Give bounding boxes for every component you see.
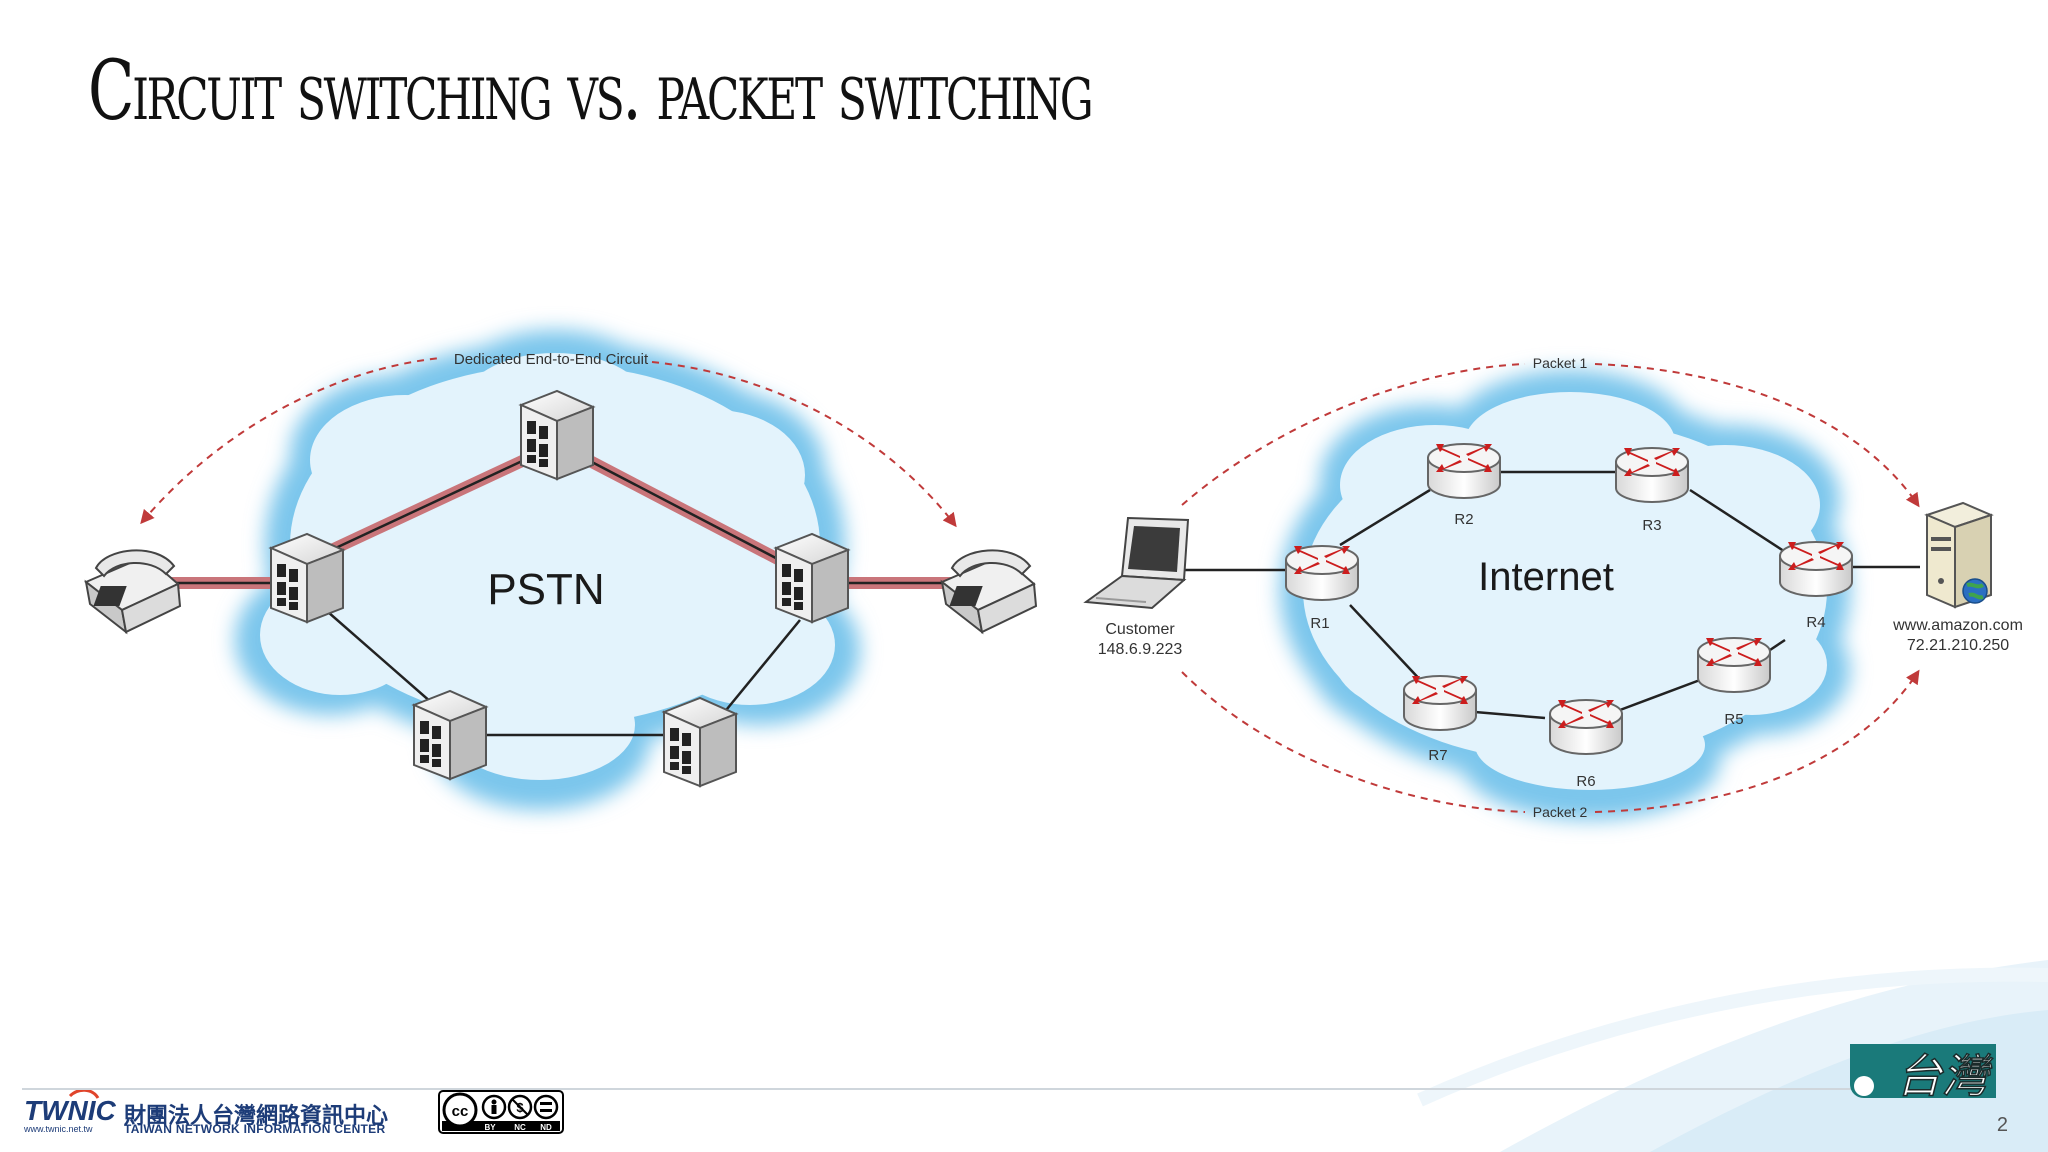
router-label: R1: [1310, 615, 1329, 632]
customer-label: Customer: [1105, 621, 1175, 638]
cc-nd-text: ND: [540, 1123, 552, 1132]
twnic-logo-text: TWNIC: [24, 1095, 117, 1126]
pstn-switch-bottom-left: [413, 690, 487, 780]
taiwan-logo: 台灣: [1850, 1044, 1996, 1104]
org-name-english: TAIWAN NETWORK INFORMATION CENTER: [124, 1122, 386, 1136]
router-r1: [1285, 545, 1359, 601]
page-number: 2: [1996, 1114, 2008, 1136]
packet1-arrow-left: [1181, 363, 1526, 506]
packet1-label: Packet 1: [1533, 355, 1588, 371]
noderivatives-icon: [533, 1094, 559, 1120]
cc-text: cc: [452, 1103, 469, 1120]
router-label: R3: [1642, 517, 1661, 534]
twnic-url: www.twnic.net.tw: [24, 1124, 93, 1134]
packet2-arrow-right: [1594, 669, 1920, 813]
cc-license-badge: cc $ BY NC ND: [438, 1090, 564, 1134]
circuit-label: Dedicated End-to-End Circuit: [454, 351, 649, 368]
router-label: R5: [1724, 711, 1743, 728]
packet2-label: Packet 2: [1533, 804, 1588, 820]
pstn-switch-right: [775, 533, 849, 623]
slide-title: Circuit switching vs. packet switching: [88, 44, 1094, 139]
customer-ip: 148.6.9.223: [1098, 641, 1183, 658]
router-label: R2: [1454, 511, 1473, 528]
router-r4: [1779, 541, 1853, 597]
router-label: R4: [1806, 614, 1825, 631]
pstn-switch-top: [520, 390, 594, 480]
router-r6: [1549, 699, 1623, 755]
router-label: R6: [1576, 773, 1595, 790]
router-r3: [1615, 447, 1689, 503]
cc-nc-text: NC: [514, 1123, 526, 1132]
router-label: R7: [1428, 747, 1447, 764]
internet-cloud-label: Internet: [1478, 555, 1614, 599]
server-icon: [1924, 501, 1994, 609]
server-ip: 72.21.210.250: [1907, 637, 2009, 654]
cc-by-text: BY: [484, 1123, 496, 1132]
telephone-left-icon: [85, 549, 181, 633]
pstn-switch-left: [270, 533, 344, 623]
laptop-icon: [1083, 516, 1190, 610]
circuit-arrow-left: [140, 357, 441, 525]
footer-divider: [22, 1088, 1852, 1090]
packet2-arrow-left: [1181, 671, 1526, 813]
circuit-arrow-right: [651, 361, 957, 528]
router-r7: [1403, 675, 1477, 731]
pstn-cloud-label: PSTN: [487, 565, 604, 614]
packet1-arrow-right: [1594, 363, 1920, 508]
internet-links: [1180, 470, 1920, 720]
router-r2: [1427, 443, 1501, 499]
twnic-logo: TWNIC: [24, 1090, 117, 1126]
router-r5: [1697, 637, 1771, 693]
org-name-chinese: 財團法人台灣網路資訊中心: [124, 1103, 389, 1128]
server-label: www.amazon.com: [1892, 617, 2023, 634]
telephone-right-icon: [941, 549, 1037, 633]
taiwan-logo-text: 台灣: [1896, 1049, 1993, 1103]
pstn-switch-bottom-right: [663, 697, 737, 787]
